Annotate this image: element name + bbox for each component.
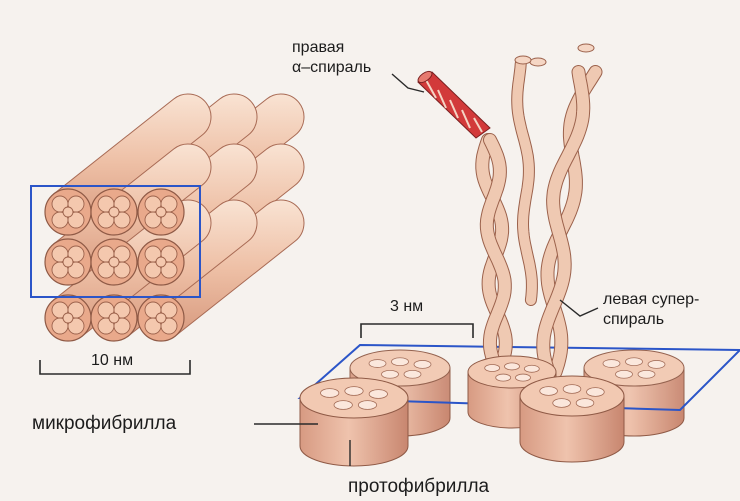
label-microfibril: микрофибрилла xyxy=(32,413,176,435)
protofibril-cross-section xyxy=(63,313,73,323)
protofibril-disc xyxy=(300,378,408,466)
polypeptide-strand xyxy=(517,64,532,300)
label-size-3nm: 3 нм xyxy=(390,297,423,316)
protofibril-disc xyxy=(520,376,624,462)
strand-end xyxy=(578,44,594,52)
label-left-superhelix-line2: спираль xyxy=(603,310,664,329)
microfibril-caps xyxy=(45,189,184,341)
protofibril-cross-section xyxy=(109,313,119,323)
protofibril-cross-section xyxy=(156,313,166,323)
label-right-helix-line2: α–спираль xyxy=(292,58,371,77)
label-right-helix-line1: правая xyxy=(292,38,344,57)
coiled-coil-strands xyxy=(482,44,595,372)
protofibril-cross-section xyxy=(63,257,73,267)
strand-end xyxy=(530,58,546,66)
microfibril-bundle xyxy=(31,94,304,374)
protofibril-cross-section xyxy=(109,207,119,217)
label-left-superhelix-line1: левая супер- xyxy=(603,290,699,309)
leader-left-superhelix xyxy=(560,300,598,316)
protofibril-cross-section xyxy=(63,207,73,217)
label-size-10nm: 10 нм xyxy=(91,351,133,370)
protofibril-cross-section xyxy=(156,257,166,267)
protofibril-cross-section xyxy=(156,207,166,217)
strand-end xyxy=(515,56,531,64)
alpha-helix-segment xyxy=(416,69,490,138)
protofibril-cross-section xyxy=(109,257,119,267)
dimension-bracket-3nm xyxy=(361,324,473,338)
label-protofibril: протофибрилла xyxy=(348,476,489,498)
protofibril-assembly xyxy=(300,44,740,466)
